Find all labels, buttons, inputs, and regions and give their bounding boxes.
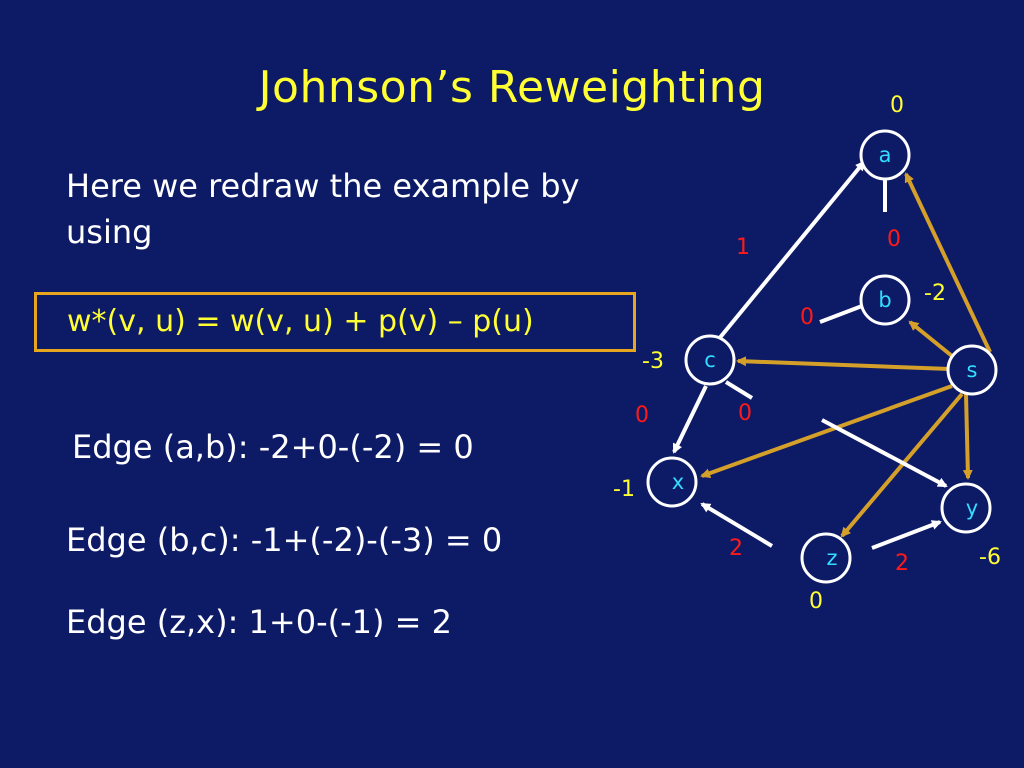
edge-c-y <box>821 418 948 488</box>
vertex-b: b <box>859 274 911 326</box>
vertex-x-label: x <box>672 470 684 494</box>
weight-a-b: 0 <box>887 227 901 252</box>
edge-s-x <box>700 384 953 478</box>
weight-z-x: 2 <box>729 536 743 561</box>
edge-c-a <box>716 160 866 342</box>
potential-a: 0 <box>890 93 904 118</box>
edge-b-c <box>819 304 863 324</box>
vertex-b-label: b <box>878 288 891 312</box>
edge-s-b <box>908 320 954 358</box>
weight-c-y: 0 <box>738 401 752 426</box>
potential-y: -6 <box>979 545 1001 570</box>
edge-c-x <box>672 385 708 454</box>
potential-x: -1 <box>613 477 635 502</box>
edge-z-x <box>700 502 774 548</box>
vertex-z-label: z <box>826 546 837 570</box>
vertex-s: s <box>946 344 998 396</box>
weight-c-x: 0 <box>635 403 649 428</box>
reweighting-formula: w*(v, u) = w(v, u) + p(v) – p(u) <box>67 304 534 339</box>
vertex-s-label: s <box>967 358 978 382</box>
vertex-a-label: a <box>879 143 892 167</box>
vertex-c-label: c <box>704 348 716 372</box>
weight-c-a: 1 <box>736 235 750 260</box>
edge-s-z <box>840 392 964 538</box>
vertex-y-label: y <box>966 496 978 520</box>
calc-edge-bc: Edge (b,c): -1+(-2)-(-3) = 0 <box>66 521 503 559</box>
weight-b-c: 0 <box>800 305 814 330</box>
vertex-c: c <box>684 334 736 386</box>
intro-text: Here we redraw the example by using <box>66 167 580 251</box>
potential-c: -3 <box>642 349 664 374</box>
edge-s-y <box>962 393 973 480</box>
vertex-z: z <box>800 532 852 584</box>
weight-z-y: 2 <box>895 551 909 576</box>
edge-s-a <box>904 172 992 353</box>
calc-edge-ab: Edge (a,b): -2+0-(-2) = 0 <box>72 428 474 466</box>
edge-c-y-stub <box>724 380 754 400</box>
edge-s-c <box>736 356 951 371</box>
slide-title: Johnson’s Reweighting <box>258 62 766 113</box>
potential-b: -2 <box>924 281 946 306</box>
vertex-y: y <box>940 482 992 534</box>
formula-box: w*(v, u) = w(v, u) + p(v) – p(u) <box>34 292 636 352</box>
calc-edge-zx: Edge (z,x): 1+0-(-1) = 2 <box>66 603 452 641</box>
vertex-x: x <box>646 456 698 508</box>
potential-z: 0 <box>809 589 823 614</box>
vertex-a: a <box>859 129 911 181</box>
edge-z-y <box>871 520 942 550</box>
